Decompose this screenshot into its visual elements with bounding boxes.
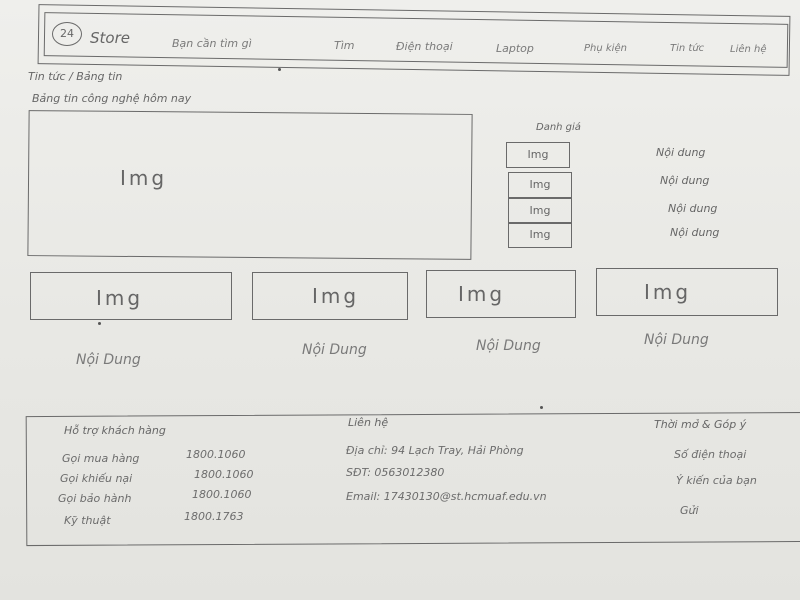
pencil-dot bbox=[540, 406, 543, 409]
sidebar-item-text[interactable]: Nội dung bbox=[660, 174, 710, 187]
card-image[interactable] bbox=[30, 272, 232, 320]
hero-image-label: Img bbox=[120, 166, 168, 190]
nav-phones[interactable]: Điện thoại bbox=[396, 40, 453, 53]
card-text[interactable]: Nội Dung bbox=[644, 332, 709, 348]
hero-image[interactable] bbox=[27, 110, 473, 260]
sidebar-thumb[interactable]: Img bbox=[506, 142, 570, 168]
footer-contact-phone[interactable]: SĐT: 0563012380 bbox=[346, 466, 445, 479]
pencil-dot bbox=[98, 322, 101, 325]
card-image-label: Img bbox=[312, 284, 360, 308]
footer-support-label: Gọi mua hàng bbox=[62, 452, 140, 465]
footer-contact-title: Liên hệ bbox=[348, 416, 389, 429]
store-logo-text[interactable]: Store bbox=[90, 29, 130, 47]
sidebar-item-text[interactable]: Nội dung bbox=[670, 226, 720, 239]
search-input[interactable]: Bạn cần tìm gì bbox=[172, 37, 252, 50]
footer-support-label: Gọi khiếu nại bbox=[60, 472, 133, 485]
store-logo-icon[interactable]: 24 bbox=[52, 22, 82, 46]
footer-feedback-title: Thời mở & Góp ý bbox=[654, 418, 747, 431]
card-text[interactable]: Nội Dung bbox=[476, 338, 541, 354]
footer-support-label: Kỹ thuật bbox=[64, 514, 111, 527]
footer-support-phone[interactable]: 1800.1763 bbox=[184, 510, 244, 523]
sidebar-thumb[interactable]: Img bbox=[508, 198, 572, 224]
footer-send-button[interactable]: Gửi bbox=[680, 504, 699, 517]
card-image-label: Img bbox=[458, 282, 506, 306]
page-title: Bảng tin công nghệ hôm nay bbox=[32, 92, 192, 105]
nav-accessories[interactable]: Phụ kiện bbox=[584, 43, 627, 54]
card-image-label: Img bbox=[96, 286, 144, 310]
card-image[interactable] bbox=[252, 272, 408, 320]
footer-contact-email[interactable]: Email: 17430130@st.hcmuaf.edu.vn bbox=[346, 490, 547, 503]
card-text[interactable]: Nội Dung bbox=[76, 352, 141, 368]
footer-support-title: Hỗ trợ khách hàng bbox=[64, 424, 166, 437]
footer-phone-input[interactable]: Số điện thoại bbox=[674, 448, 747, 461]
footer-support-label: Gọi bảo hành bbox=[58, 492, 132, 505]
sidebar-thumb[interactable]: Img bbox=[508, 172, 572, 198]
footer-contact-address: Địa chỉ: 94 Lạch Tray, Hải Phòng bbox=[346, 444, 524, 457]
nav-laptop[interactable]: Laptop bbox=[496, 42, 534, 55]
footer-support-phone[interactable]: 1800.1060 bbox=[186, 448, 246, 461]
footer-feedback-input[interactable]: Ý kiến của bạn bbox=[676, 474, 757, 487]
sidebar-item-text[interactable]: Nội dung bbox=[668, 202, 718, 215]
footer-support-phone[interactable]: 1800.1060 bbox=[194, 468, 254, 481]
card-image[interactable] bbox=[426, 270, 576, 318]
card-text[interactable]: Nội Dung bbox=[302, 342, 367, 358]
card-image-label: Img bbox=[644, 280, 692, 304]
nav-news[interactable]: Tin tức bbox=[670, 43, 705, 54]
sidebar-thumb[interactable]: Img bbox=[508, 222, 572, 248]
breadcrumb[interactable]: Tin tức / Bảng tin bbox=[28, 70, 123, 83]
footer-support-phone[interactable]: 1800.1060 bbox=[192, 488, 252, 501]
search-button[interactable]: Tìm bbox=[334, 39, 355, 52]
sidebar-thumb-label: Img bbox=[529, 204, 551, 217]
sidebar-item-text[interactable]: Nội dung bbox=[656, 146, 706, 159]
card-image[interactable] bbox=[596, 268, 778, 316]
sidebar-title: Danh giá bbox=[536, 122, 581, 133]
nav-contact[interactable]: Liên hệ bbox=[730, 44, 767, 55]
sidebar-thumb-label: Img bbox=[529, 178, 551, 191]
sidebar-thumb-label: Img bbox=[529, 228, 551, 241]
pencil-dot bbox=[278, 68, 281, 71]
sidebar-thumb-label: Img bbox=[527, 148, 549, 161]
